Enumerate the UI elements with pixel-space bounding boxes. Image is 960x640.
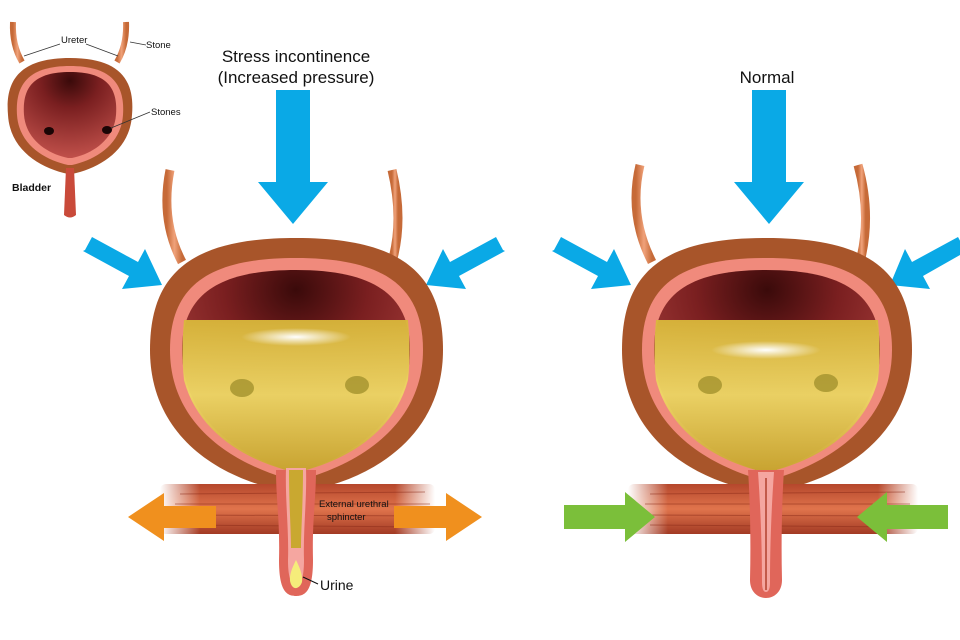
stress-right-ureter: [387, 168, 403, 264]
stone-label: Stone: [146, 40, 171, 51]
stress-ureteral-orifice-left: [230, 379, 254, 397]
inset-cavity: [23, 72, 117, 158]
stress-subtitle: (Increased pressure): [218, 68, 375, 87]
normal-right-ureter: [853, 163, 870, 264]
sphincter-label-line2: sphincter: [327, 512, 366, 523]
normal-title: Normal: [740, 68, 795, 87]
ureter-leader-right: [85, 43, 119, 57]
inset-stone-right: [102, 126, 112, 134]
ureter-leader-left: [23, 43, 61, 57]
urine-drop: [289, 560, 303, 589]
stress-urine-fill: [182, 320, 410, 470]
bladder-label: Bladder: [12, 182, 51, 194]
stress-urine-glare: [241, 328, 351, 346]
stones-leader: [110, 111, 151, 129]
stress-left-ureter: [162, 169, 187, 265]
stress-ureteral-orifice-right: [345, 376, 369, 394]
stress-right-open-arrow: [394, 493, 482, 541]
normal-left-close-arrow: [564, 492, 655, 542]
normal-top-pressure-arrow: [734, 90, 804, 224]
normal-right-close-arrow: [857, 492, 948, 542]
normal-left-pressure-arrow: [552, 237, 631, 289]
stress-incontinence-diagram: Stress incontinence (Increased pressure): [83, 47, 505, 596]
stress-urethra-urine: [289, 470, 303, 548]
normal-ureteral-orifice-left: [698, 376, 722, 394]
inset-left-ureter: [9, 21, 25, 64]
stress-left-open-arrow: [128, 493, 216, 541]
inset-stone-left: [44, 127, 54, 135]
ureter-label: Ureter: [61, 35, 87, 46]
urine-leader: [302, 576, 319, 585]
stress-title: Stress incontinence: [222, 47, 370, 66]
urine-label: Urine: [320, 577, 354, 593]
stone-leader: [129, 41, 147, 46]
normal-right-pressure-arrow: [890, 237, 960, 289]
stress-right-pressure-arrow: [426, 237, 505, 289]
normal-urine-fill: [654, 320, 880, 470]
stress-top-pressure-arrow: [258, 90, 328, 224]
normal-ureteral-orifice-right: [814, 374, 838, 392]
inset-right-ureter: [114, 21, 130, 64]
normal-urine-glare: [711, 341, 821, 359]
inset-bladder: Ureter Stone Stones Bladder: [7, 21, 181, 218]
normal-left-ureter: [631, 163, 657, 265]
sphincter-label-line1: External urethral: [319, 499, 389, 510]
stress-left-pressure-arrow: [83, 237, 162, 289]
inset-urethra: [64, 168, 76, 218]
stones-label: Stones: [151, 107, 181, 118]
normal-diagram: Normal: [552, 68, 960, 598]
